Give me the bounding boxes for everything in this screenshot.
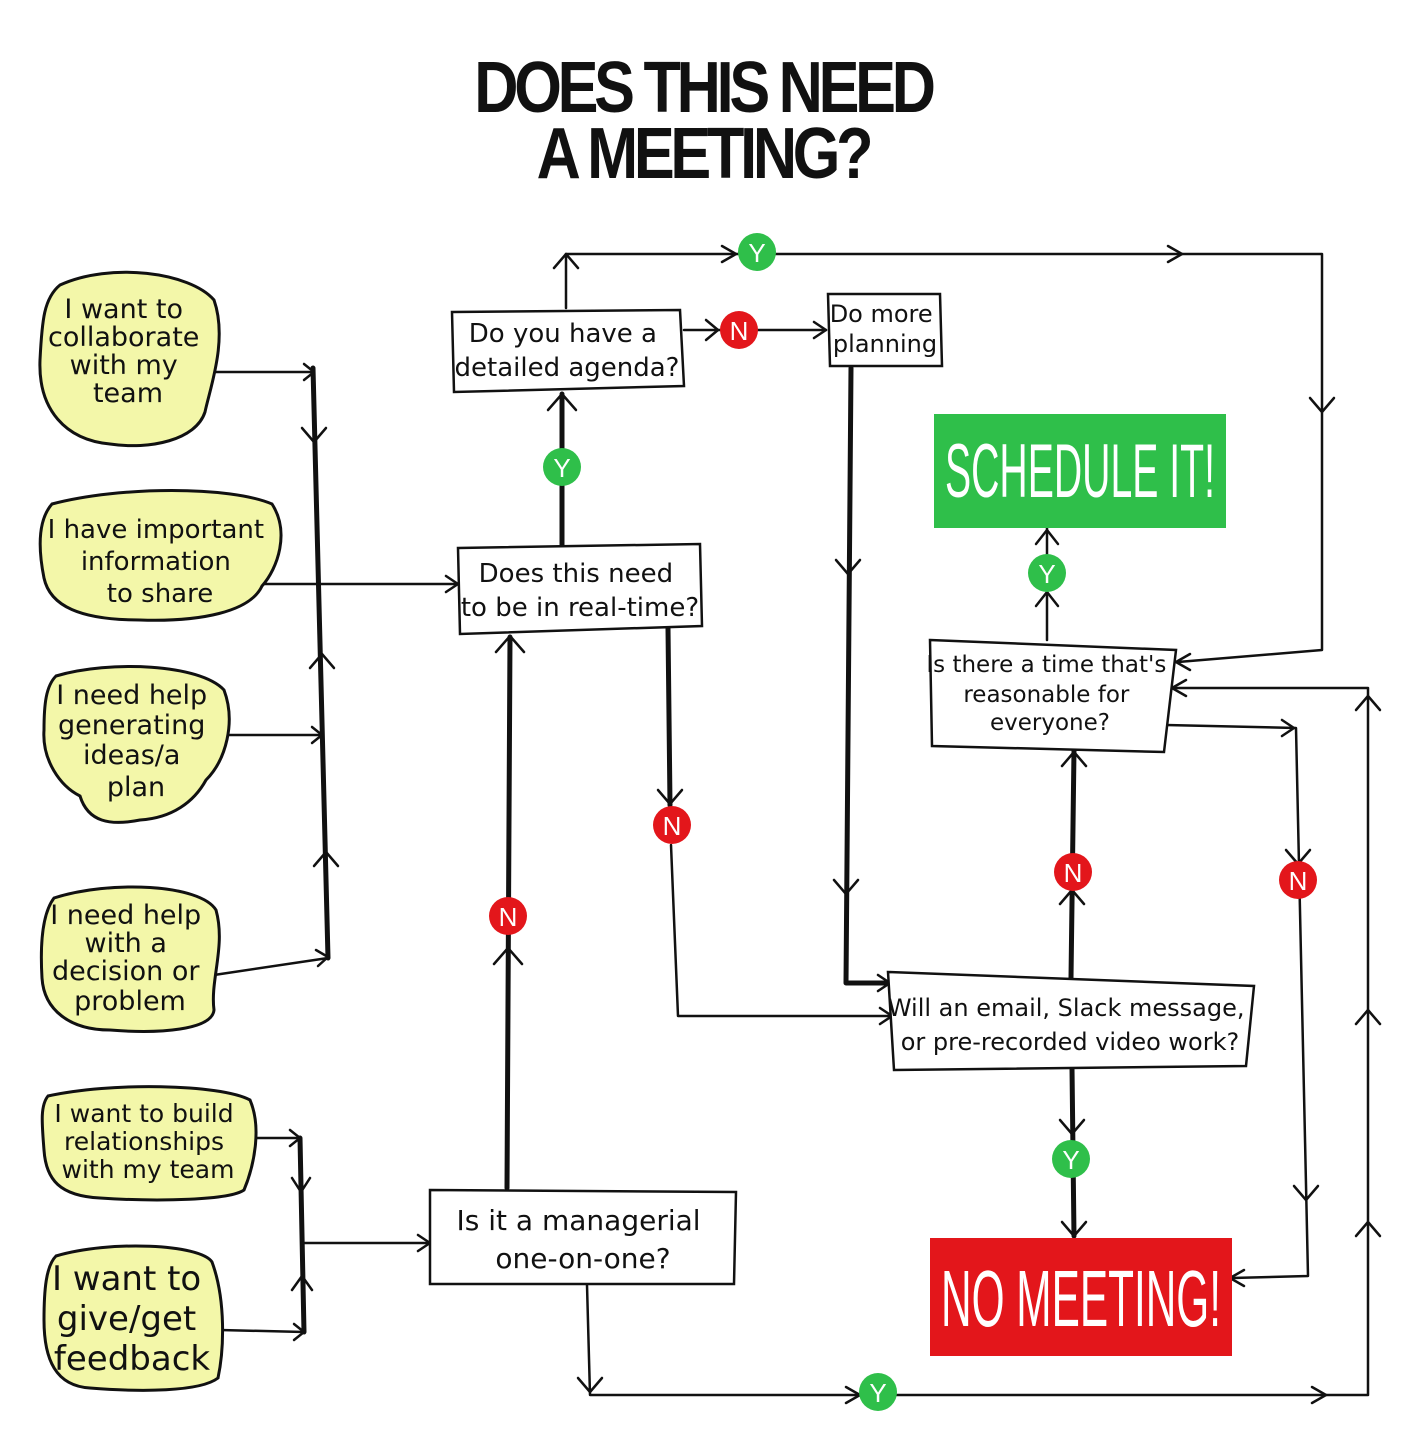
arrowhead xyxy=(552,252,580,270)
arrowhead xyxy=(494,634,526,654)
arrowhead xyxy=(308,652,336,670)
question-async: Will an email, Slack message, or pre-rec… xyxy=(886,970,1256,1072)
svg-text:Y: Y xyxy=(748,238,765,268)
arrowhead xyxy=(290,1274,314,1292)
start-blob-4: I need help with a decision or problem xyxy=(39,885,221,1033)
badge-yes-managerial: Y xyxy=(859,1373,897,1411)
badge-no-realtime: N xyxy=(653,806,691,844)
connector-time-no xyxy=(1164,723,1310,1280)
arrowhead xyxy=(314,948,330,968)
arrowheads xyxy=(288,244,1382,1405)
question-realtime: Does this need to be in real-time? xyxy=(456,542,704,636)
arrowhead xyxy=(1354,694,1382,712)
question-realtime-text: Does this need to be in real-time? xyxy=(461,559,699,623)
arrowhead xyxy=(704,318,720,342)
badge-no-managerial: N xyxy=(489,897,527,935)
badge-yes-agenda-top: Y xyxy=(738,233,776,271)
arrowhead xyxy=(656,788,684,806)
connector-collector-bottom xyxy=(297,1135,307,1335)
question-managerial: Is it a managerial one-on-one? xyxy=(428,1188,738,1286)
arrowhead xyxy=(834,558,862,576)
connector-planning xyxy=(843,365,891,986)
arrowhead xyxy=(300,426,328,444)
start-blob-5: I want to build relationships with my te… xyxy=(40,1085,258,1202)
arrowhead xyxy=(1060,1220,1088,1238)
start-blob-6: I want to give/get feedback xyxy=(42,1244,225,1392)
badge-no-agenda: N xyxy=(720,311,758,349)
svg-text:Y: Y xyxy=(553,453,570,483)
arrowhead xyxy=(1292,1184,1320,1202)
svg-text:N: N xyxy=(663,811,682,841)
arrowhead xyxy=(302,362,316,382)
question-agenda: Do you have a detailed agenda? xyxy=(450,308,686,394)
outcome-schedule: SCHEDULE IT! xyxy=(934,414,1226,528)
badge-yes-time: Y xyxy=(1028,554,1066,592)
outcome-no-meeting: NO MEETING! xyxy=(930,1238,1232,1356)
svg-text:Y: Y xyxy=(1038,559,1055,589)
arrowhead xyxy=(1058,1118,1086,1136)
arrowhead xyxy=(1034,528,1060,546)
connector-start-6 xyxy=(218,1328,306,1334)
arrowhead xyxy=(1310,1385,1328,1405)
svg-text:N: N xyxy=(1289,866,1308,896)
arrowhead xyxy=(546,392,578,412)
question-time: Is there a time that's reasonable for ev… xyxy=(926,638,1178,754)
connector-realtime-no-2 xyxy=(669,843,892,1018)
svg-text:Y: Y xyxy=(869,1378,886,1408)
outcome-schedule-text: SCHEDULE IT! xyxy=(945,429,1215,514)
arrowhead xyxy=(1166,244,1184,264)
arrowhead xyxy=(1354,1008,1382,1026)
question-agenda-text: Do you have a detailed agenda? xyxy=(455,319,680,383)
start-label-6: I want to give/get feedback xyxy=(52,1259,212,1379)
page-title-line-1: DOES THIS NEED xyxy=(474,48,936,128)
arrowhead xyxy=(1280,718,1296,738)
start-blob-1: I want to collaborate with my team xyxy=(38,270,221,448)
badge-no-async: N xyxy=(1054,853,1092,891)
arrowhead xyxy=(1060,750,1088,768)
question-planning-text: Do more planning xyxy=(830,300,941,358)
svg-text:Y: Y xyxy=(1062,1145,1079,1175)
start-label-1: I want to collaborate with my team xyxy=(48,294,208,409)
arrowhead xyxy=(492,946,524,966)
connector-agenda-yes xyxy=(564,252,1324,664)
connector-managerial-yes xyxy=(585,686,1370,1397)
arrowhead xyxy=(720,244,738,264)
svg-text:N: N xyxy=(499,902,518,932)
arrowhead xyxy=(310,725,324,745)
start-blob-2: I have important information to share xyxy=(38,489,283,622)
arrowhead xyxy=(576,1376,604,1394)
arrowhead xyxy=(1308,396,1336,414)
question-time-text: Is there a time that's reasonable for ev… xyxy=(926,652,1173,736)
start-label-3: I need help generating ideas/a plan xyxy=(56,680,216,803)
arrowhead xyxy=(1174,652,1192,672)
connector-start-4 xyxy=(212,956,330,977)
svg-text:N: N xyxy=(730,316,749,346)
start-blob-3: I need help generating ideas/a plan xyxy=(42,665,231,824)
svg-text:N: N xyxy=(1064,858,1083,888)
connector-realtime-no xyxy=(665,625,673,808)
question-async-text: Will an email, Slack message, or pre-rec… xyxy=(888,994,1252,1056)
arrowhead xyxy=(1354,1220,1382,1238)
arrowhead xyxy=(288,1128,302,1148)
start-label-4: I need help with a decision or problem xyxy=(50,900,210,1017)
question-planning: Do more planning xyxy=(826,292,944,368)
outcome-no-meeting-text: NO MEETING! xyxy=(941,1254,1221,1343)
connector-collector-top xyxy=(310,365,331,961)
arrowhead xyxy=(312,850,340,868)
arrowhead xyxy=(832,878,860,896)
badge-yes-async: Y xyxy=(1052,1140,1090,1178)
arrowhead xyxy=(290,1176,312,1194)
page-title-line-2: A MEETING? xyxy=(536,114,874,194)
start-label-5: I want to build relationships with my te… xyxy=(54,1099,241,1184)
question-managerial-text: Is it a managerial one-on-one? xyxy=(457,1204,710,1275)
arrowhead xyxy=(812,320,828,340)
start-label-2: I have important information to share xyxy=(48,515,273,609)
badge-no-time: N xyxy=(1279,861,1317,899)
arrowhead xyxy=(292,1322,306,1342)
badge-yes-realtime: Y xyxy=(543,448,581,486)
